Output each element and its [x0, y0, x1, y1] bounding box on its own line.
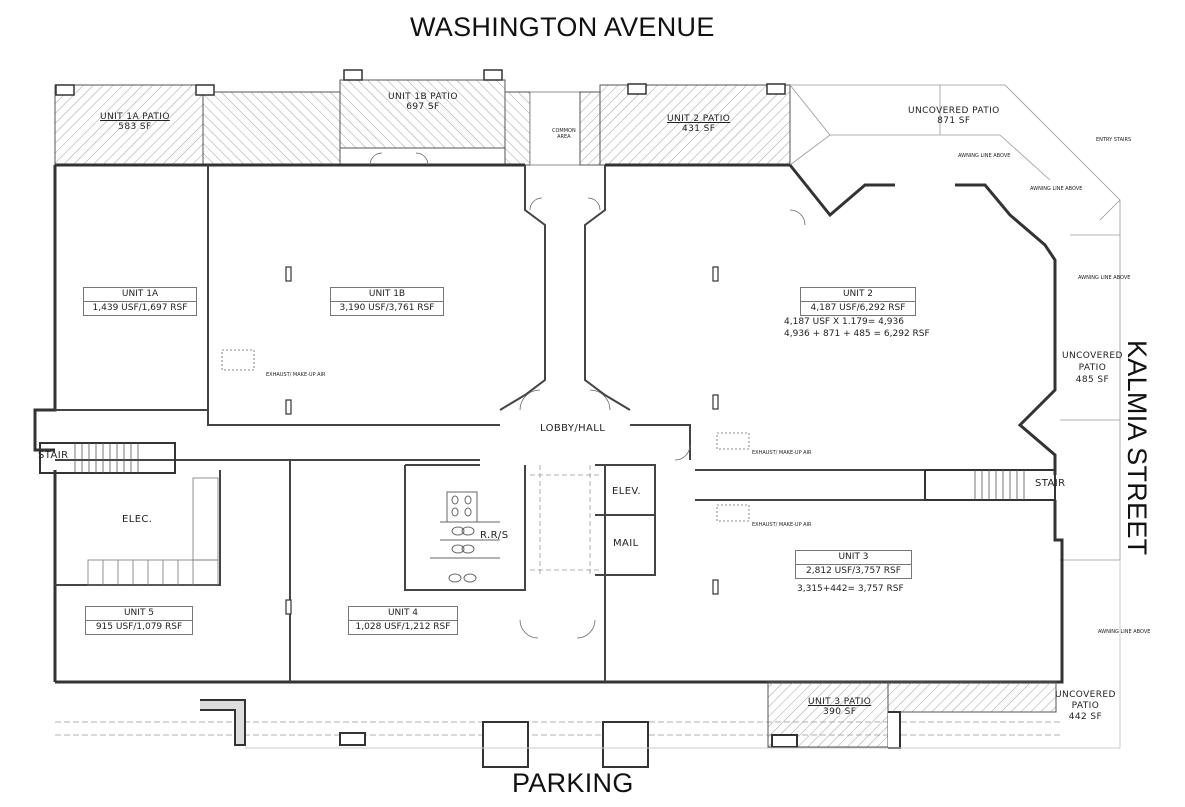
note-exhaust-2: EXHAUST/ MAKE-UP AIR — [752, 450, 812, 456]
exhaust-units — [221, 349, 750, 522]
room-label-stair-right: STAIR — [1035, 478, 1066, 489]
column-markers — [285, 266, 719, 615]
street-label-parking: PARKING — [512, 768, 634, 798]
door-swings — [369, 152, 806, 639]
note-exhaust-3: EXHAUST/ MAKE-UP AIR — [752, 522, 812, 528]
bottom-outline — [245, 560, 1121, 749]
lobby-corridor — [530, 465, 600, 575]
room-label-lobby: LOBBY/HALL — [540, 423, 606, 434]
note-awning-4: AWNING LINE ABOVE — [1098, 629, 1151, 635]
room-label-elec: ELEC. — [122, 514, 153, 525]
room-label-restrooms: R.R/S — [480, 530, 509, 541]
unit-3-calc: 3,315+442= 3,757 RSF — [797, 584, 904, 594]
stair-left-treads — [39, 442, 176, 474]
note-entry-stairs: ENTRY STAIRS — [1096, 137, 1132, 143]
bottom-front — [55, 721, 1060, 736]
room-label-elev: ELEV. — [612, 486, 641, 497]
bottom-piers — [200, 699, 901, 768]
elec-panels — [87, 477, 219, 586]
room-label-mail: MAIL — [613, 538, 639, 549]
note-awning-1: AWNING LINE ABOVE — [958, 153, 1011, 159]
note-awning-3: AWNING LINE ABOVE — [1078, 275, 1131, 281]
stair-right-treads — [924, 469, 1056, 501]
restroom-fixtures — [430, 491, 500, 583]
note-exhaust-1: EXHAUST/ MAKE-UP AIR — [266, 372, 326, 378]
top-patios — [54, 69, 791, 166]
room-label-stair-left: STAIR — [38, 450, 69, 461]
note-awning-2: AWNING LINE ABOVE — [1030, 186, 1083, 192]
street-label-washington: WASHINGTON AVENUE — [410, 12, 715, 42]
exterior-walls — [33, 163, 1064, 684]
